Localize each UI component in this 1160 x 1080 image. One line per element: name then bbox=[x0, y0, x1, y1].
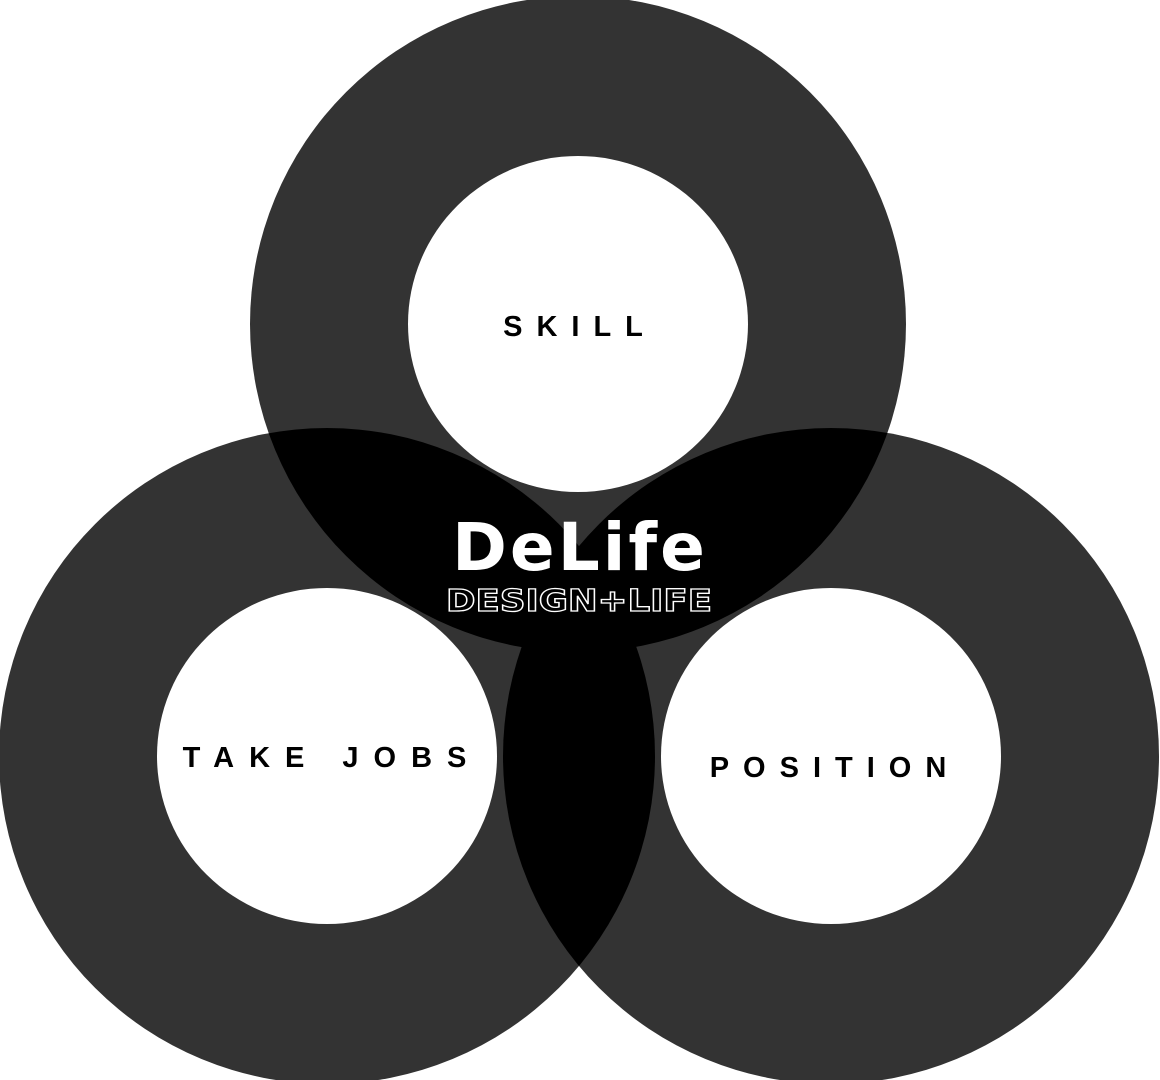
brand-subtitle: DESIGN+LIFE bbox=[446, 584, 712, 619]
position-inner-disc bbox=[661, 588, 1001, 924]
overlap-skill-take-jobs bbox=[250, 428, 655, 652]
skill-label: SKILL bbox=[503, 311, 657, 343]
take-jobs-inner-disc bbox=[157, 588, 497, 924]
overlap-skill-position bbox=[503, 428, 906, 652]
brand-title: DeLife bbox=[452, 509, 708, 586]
skill-inner-disc bbox=[408, 156, 748, 492]
take-jobs-label: TAKE JOBS bbox=[183, 742, 482, 774]
position-label: POSITION bbox=[710, 752, 961, 784]
